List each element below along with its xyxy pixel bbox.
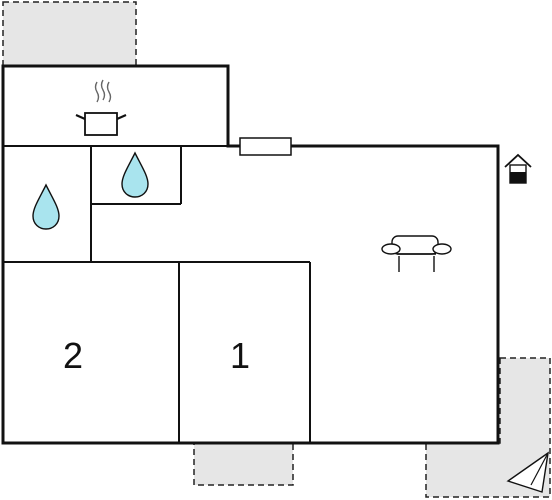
water-drop-icon bbox=[121, 151, 149, 198]
window-icon bbox=[239, 137, 292, 156]
terrace-bottom-right bbox=[425, 357, 551, 498]
interior-walls bbox=[3, 145, 311, 443]
room-number-1: 1 bbox=[230, 335, 250, 376]
north-arrow-icon bbox=[506, 451, 549, 493]
cooking-pot-icon bbox=[75, 79, 127, 136]
room-number-2: 2 bbox=[63, 335, 83, 376]
terrace-bottom-center bbox=[193, 442, 294, 486]
terrace-top-left bbox=[2, 1, 137, 67]
house-outline bbox=[1, 64, 500, 445]
house-entrance-icon bbox=[504, 153, 532, 184]
sofa-icon bbox=[381, 235, 452, 272]
water-drop-icon bbox=[32, 183, 60, 230]
